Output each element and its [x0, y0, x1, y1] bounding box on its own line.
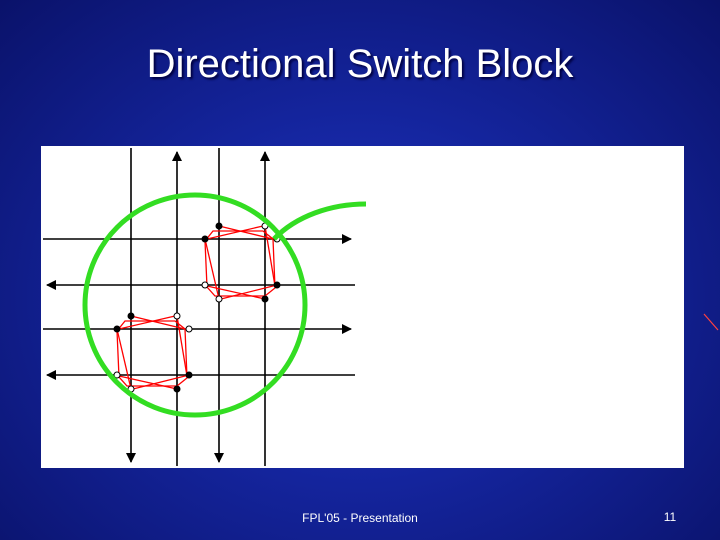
terminal-filled — [201, 235, 209, 243]
terminal-filled — [261, 295, 269, 303]
switch-box-lower-terminals — [113, 312, 193, 393]
terminal-open — [185, 325, 193, 333]
highlight-circle — [82, 192, 308, 418]
terminal-filled — [113, 325, 121, 333]
switch-block-figure — [41, 146, 684, 468]
terminal-filled — [173, 385, 181, 393]
slide-footer: FPL'05 - Presentation — [302, 511, 418, 525]
terminal-open — [215, 295, 223, 303]
slide-title: Directional Switch Block — [146, 42, 574, 86]
terminal-open — [201, 281, 209, 289]
terminal-filled — [273, 281, 281, 289]
callout-pointer-line — [703, 313, 719, 331]
terminal-open — [113, 371, 121, 379]
horizontal-wires — [43, 234, 355, 380]
switch-box-upper — [204, 225, 278, 300]
callout-line — [272, 201, 367, 241]
switch-block-diagram — [43, 148, 367, 466]
terminal-filled — [127, 312, 135, 320]
slide-page-number: 11 — [663, 510, 677, 524]
switch-box-lower — [116, 315, 190, 390]
terminal-filled — [215, 222, 223, 230]
terminal-filled — [185, 371, 193, 379]
terminal-open — [173, 312, 181, 320]
